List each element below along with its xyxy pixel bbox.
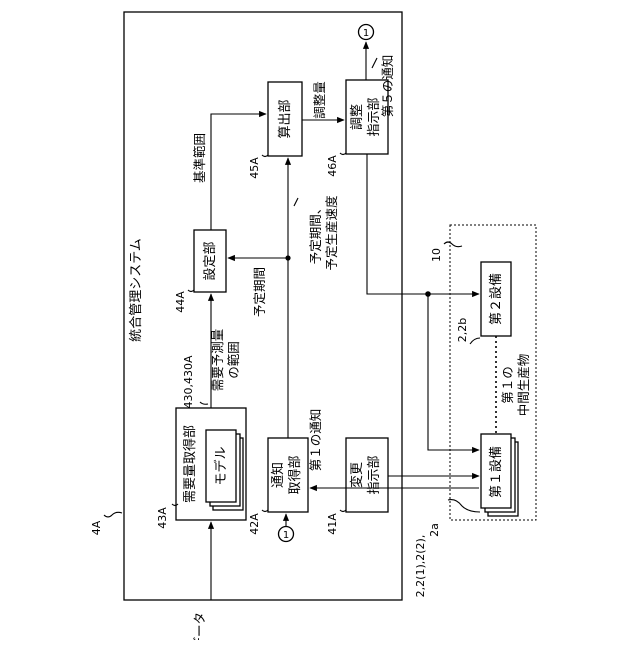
calc-block-label: 算出部 — [278, 99, 293, 138]
demand-range-label-1: 需要予測量 — [210, 329, 225, 392]
setting-ref: 44A — [174, 291, 187, 313]
system-ref-leader — [104, 512, 122, 517]
sched-speed-label-2: 予定生産速度 — [324, 195, 339, 271]
equip1-label: 第１設備 — [488, 446, 504, 498]
plant-ref-leader — [444, 242, 462, 247]
plant-ref: 10 — [430, 248, 443, 262]
notice-label-1: 通知 — [270, 462, 286, 488]
branch-dot-adjust — [425, 291, 431, 297]
notice-ref: 42A — [248, 513, 261, 535]
adjust-label-1: 調整 — [350, 104, 365, 130]
model-label: モデル — [213, 446, 229, 485]
equip2-ref-leader — [470, 338, 480, 344]
calc-ref: 45A — [248, 157, 261, 179]
connector-label-bottom: 1 — [283, 530, 289, 541]
scheduled-period-label: 予定期間 — [252, 267, 267, 317]
equip1-ref-leader — [448, 500, 480, 512]
equip1-ref-2: 2a — [428, 523, 441, 537]
adjust-to-equip1-arrow — [428, 294, 479, 450]
notice-label-2: 取得部 — [287, 455, 303, 494]
system-title: 統合管理システム — [129, 238, 144, 342]
equip2-label: 第２設備 — [488, 273, 504, 325]
equip1-ref-1: 2,2(1),2(2), — [414, 535, 427, 598]
demand-sub-ref: 430,430A — [182, 355, 195, 408]
equip2-ref: 2,2b — [456, 318, 469, 342]
branch-dot-notice — [285, 255, 290, 260]
fifth-notice-label: 第５の通知 — [380, 55, 395, 118]
adjust-ref: 46A — [326, 155, 339, 177]
demand-ref: 43A — [156, 507, 169, 529]
change-label-2: 指示部 — [367, 455, 382, 494]
first-notice-label: 第１の通知 — [308, 409, 323, 472]
demand-range-label-2: の範囲 — [226, 341, 241, 379]
input-label: 状況データ — [192, 612, 207, 640]
connector-label-top: 1 — [363, 28, 369, 39]
change-ref: 41A — [326, 513, 339, 535]
demand-block-label: 需要量取得部 — [182, 425, 198, 503]
adjustment-label: 調整量 — [312, 81, 327, 119]
change-label-1: 変更 — [349, 462, 365, 488]
reference-range-label: 基準範囲 — [192, 133, 207, 183]
sched-speed-label-1: 予定期間、 — [308, 202, 323, 265]
setting-block-label: 設定部 — [202, 241, 218, 280]
system-ref: 4A — [90, 520, 103, 535]
intermediate-label-1: 第１の — [500, 366, 515, 404]
intermediate-label-2: 中間生産物 — [516, 354, 531, 417]
